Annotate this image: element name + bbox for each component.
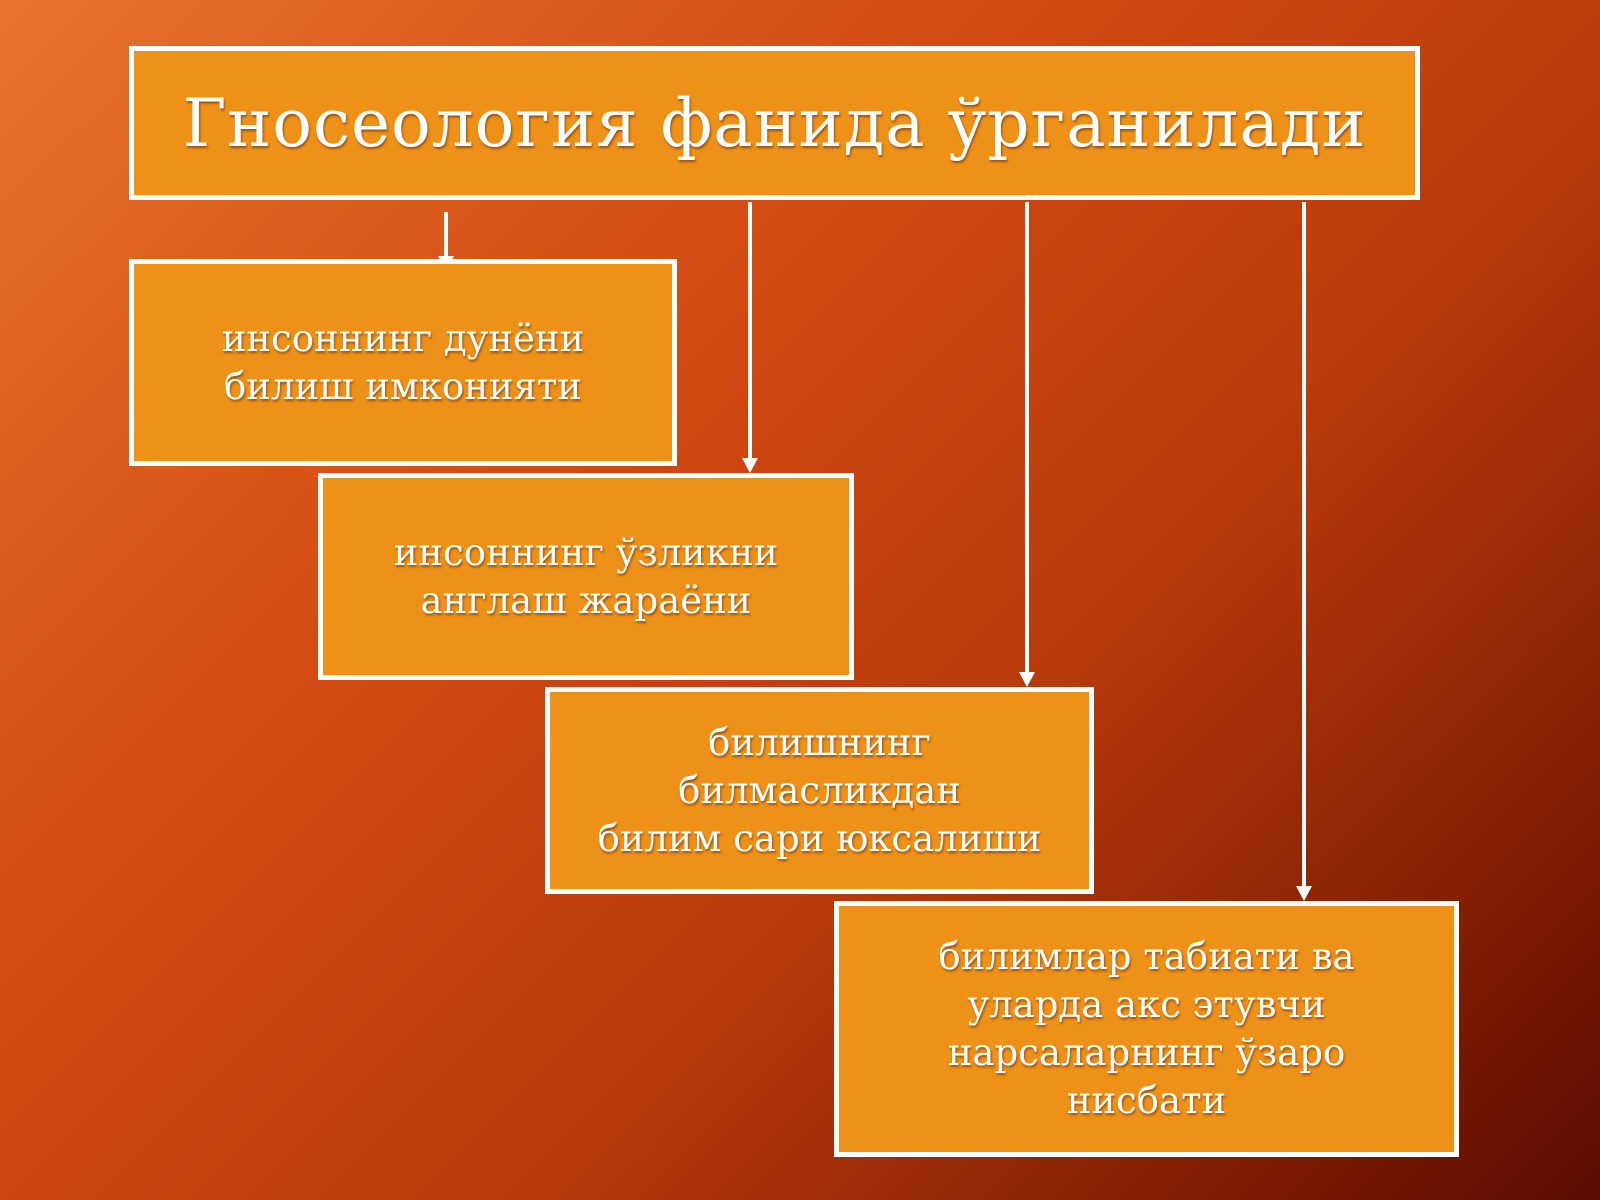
arrowhead-item-4: [1296, 886, 1312, 901]
arrowhead-item-3: [1019, 672, 1035, 687]
item-label-2: инсоннинг ўзликни англаш жараёни: [393, 530, 779, 622]
item-box-4: билимлар табиати ва уларда акс этувчи на…: [834, 901, 1459, 1157]
arrowhead-item-2: [742, 458, 758, 473]
item-box-1: инсоннинг дунёни билиш имконияти: [129, 259, 677, 466]
item-box-3: билишнинг билмасликдан билим сари юксали…: [545, 687, 1094, 894]
item-label-4: билимлар табиати ва уларда акс этувчи на…: [938, 935, 1355, 1122]
item-label-1: инсоннинг дунёни билиш имконияти: [221, 316, 585, 408]
diagram-title-box: Гносеология фанида ўрганилади: [129, 46, 1420, 200]
diagram-title: Гносеология фанида ўрганилади: [182, 84, 1367, 162]
item-label-3: билишнинг билмасликдан билим сари юксали…: [597, 720, 1042, 860]
item-box-2: инсоннинг ўзликни англаш жараёни: [318, 473, 854, 680]
